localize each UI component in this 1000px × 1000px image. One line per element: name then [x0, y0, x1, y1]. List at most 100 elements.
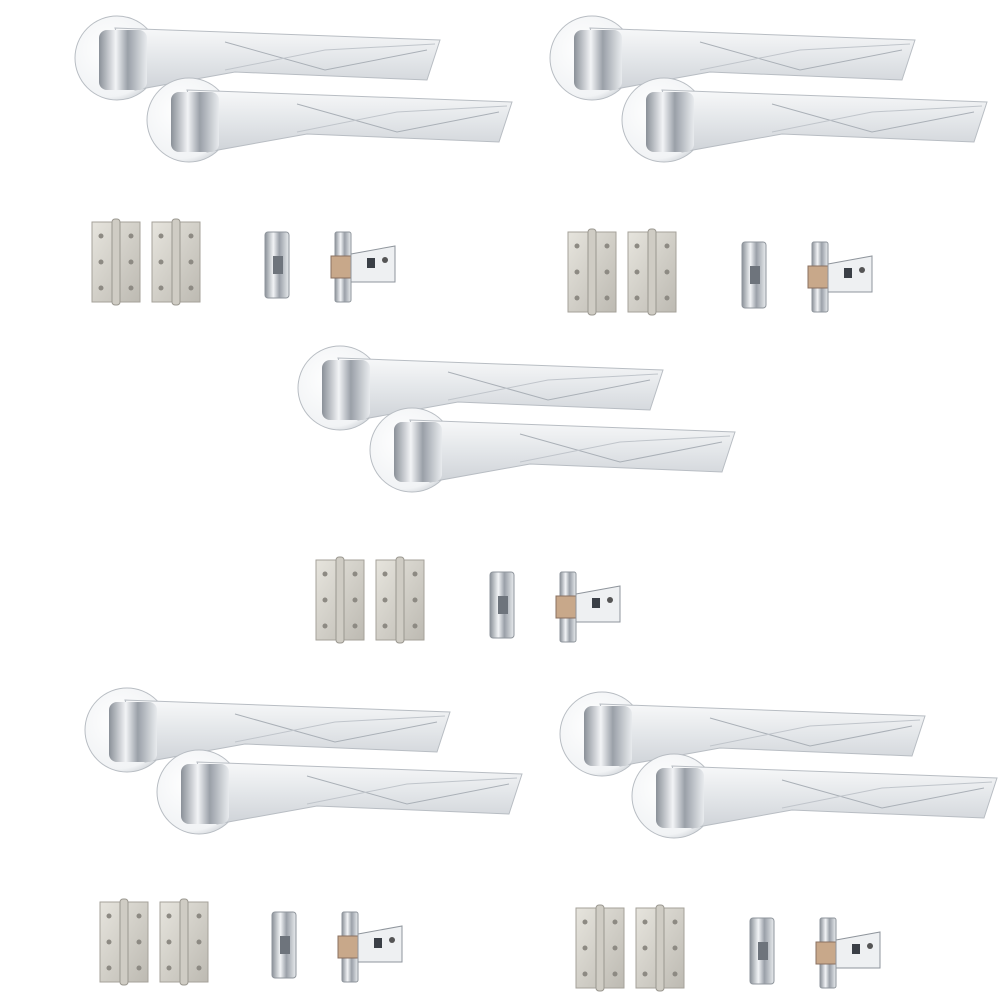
hinge	[151, 218, 201, 306]
lever-facet	[306, 777, 518, 805]
screw-hole	[412, 571, 418, 577]
screw-hole	[574, 269, 580, 275]
screw-hole	[188, 285, 194, 291]
screw-hole	[574, 295, 580, 301]
tubular-latch	[555, 571, 621, 643]
lever-handle	[146, 77, 513, 163]
screw-hole	[136, 913, 142, 919]
lever-neck	[574, 30, 622, 90]
screw-hole	[98, 285, 104, 291]
lever-handle	[559, 691, 926, 777]
striker-plate	[741, 241, 767, 309]
screw-hole	[196, 913, 202, 919]
hinge	[315, 556, 365, 644]
screw-hole	[136, 939, 142, 945]
screw-hole	[98, 233, 104, 239]
latch-spindle-hole	[592, 598, 600, 608]
screw-hole	[128, 233, 134, 239]
screw-hole	[106, 939, 112, 945]
screw-hole	[352, 571, 358, 577]
hinge-knuckle	[179, 898, 189, 986]
hardware-set	[297, 345, 736, 644]
screw-hole	[582, 945, 588, 951]
lever-handle	[156, 749, 523, 835]
screw-hole	[382, 597, 388, 603]
lever-facet	[224, 41, 428, 71]
screw-hole	[106, 965, 112, 971]
lever-neck	[181, 764, 229, 824]
hinge	[99, 898, 149, 986]
screw-hole	[322, 571, 328, 577]
hardware-set	[549, 15, 988, 316]
screw-hole	[612, 945, 618, 951]
lever-facet	[709, 717, 913, 747]
lever-facet	[771, 103, 975, 133]
screw-hole	[642, 945, 648, 951]
hardware-set	[74, 15, 513, 306]
striker-opening	[273, 256, 283, 274]
hardware-set	[84, 687, 523, 986]
screw-hole	[672, 971, 678, 977]
lever-facet	[447, 371, 651, 401]
lever-facet	[224, 43, 436, 71]
screw-hole	[166, 913, 172, 919]
screw-hole	[322, 623, 328, 629]
hinge	[627, 228, 677, 316]
latch-spindle-hole	[844, 268, 852, 278]
lever-facet	[519, 435, 731, 463]
lever-facet	[234, 715, 446, 743]
screw-hole	[352, 623, 358, 629]
striker-plate	[271, 911, 297, 979]
lever-handle	[74, 15, 441, 101]
lever-facet	[709, 719, 921, 747]
screw-hole	[412, 623, 418, 629]
striker-plate	[264, 231, 290, 299]
striker-plate	[749, 917, 775, 985]
striker-opening	[758, 942, 768, 960]
screw-hole	[98, 259, 104, 265]
tubular-latch	[330, 231, 396, 303]
lever-handle	[631, 753, 998, 839]
tubular-latch	[337, 911, 403, 983]
hinge-knuckle	[595, 904, 605, 992]
latch-spindle-hole	[367, 258, 375, 268]
screw-hole	[612, 919, 618, 925]
hinge-knuckle	[119, 898, 129, 986]
lever-facet	[447, 373, 659, 401]
hinge-knuckle	[395, 556, 405, 644]
lever-handle	[621, 77, 988, 163]
lever-handle	[84, 687, 451, 773]
screw-hole	[412, 597, 418, 603]
screw-hole	[158, 259, 164, 265]
hinge-knuckle	[587, 228, 597, 316]
screw-hole	[582, 919, 588, 925]
striker-opening	[280, 936, 290, 954]
hinge	[375, 556, 425, 644]
screw-hole	[196, 965, 202, 971]
screw-hole	[664, 269, 670, 275]
hinge-knuckle	[335, 556, 345, 644]
lever-facet	[771, 105, 983, 133]
lever-neck	[99, 30, 147, 90]
lever-neck	[584, 706, 632, 766]
screw-hole	[188, 259, 194, 265]
screw-hole	[612, 971, 618, 977]
lever-facet	[296, 103, 500, 133]
screw-hole	[634, 243, 640, 249]
lever-facet	[699, 41, 903, 71]
hinge	[91, 218, 141, 306]
latch-spindle-hole	[852, 944, 860, 954]
striker-plate	[489, 571, 515, 639]
screw-hole	[582, 971, 588, 977]
hinge	[159, 898, 209, 986]
screw-hole	[322, 597, 328, 603]
screw-hole	[604, 243, 610, 249]
tubular-latch	[815, 917, 881, 989]
screw-hole	[604, 295, 610, 301]
striker-opening	[498, 596, 508, 614]
lever-facet	[296, 105, 508, 133]
screw-hole	[672, 919, 678, 925]
lever-facet	[234, 713, 438, 743]
lever-facet	[519, 433, 723, 463]
